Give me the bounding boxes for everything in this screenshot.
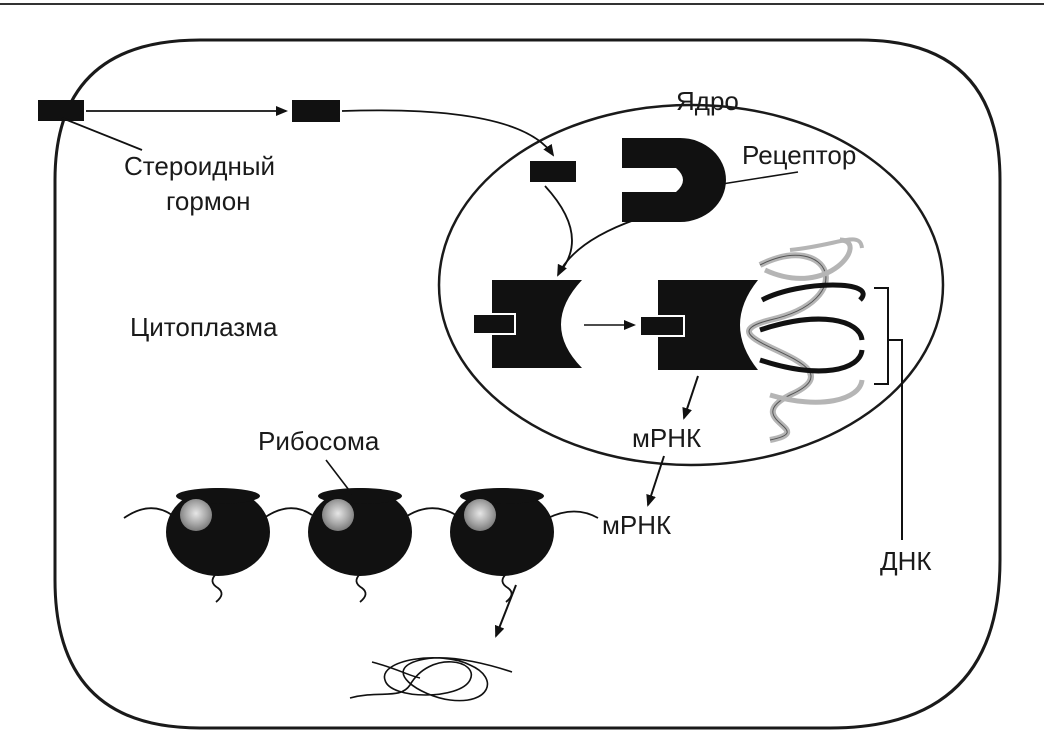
nucleus-membrane: [437, 103, 945, 467]
arrow-receptor-to-complex: [557, 217, 641, 277]
hormone-receptor-complex: [492, 280, 582, 368]
hormone-molecule-outside: [38, 100, 84, 121]
ribosome-1: [166, 488, 270, 603]
arrow-translation: [494, 584, 517, 638]
ribosome-3: [450, 488, 554, 603]
dna-label-leader: [888, 339, 903, 540]
mrna-strand: [123, 507, 599, 519]
dna-bracket: [874, 287, 889, 385]
arrow-mrna-export: [646, 455, 665, 507]
label-dna: ДНК: [880, 546, 932, 576]
hormone-molecule-nucleus: [530, 161, 576, 182]
hormone-label-leader: [61, 117, 143, 151]
ribosome-2: [308, 488, 412, 603]
label-nucleus: Ядро: [676, 86, 739, 116]
arrow-transcription: [682, 375, 699, 420]
bound-hormone-insert: [639, 315, 685, 337]
label-steroid-hormone-line2: гормон: [166, 186, 251, 216]
protein-chain: [349, 656, 513, 702]
arrow-hormone-to-nucleus: [341, 109, 555, 157]
label-receptor: Рецептор: [742, 140, 856, 170]
label-steroid-hormone-line1: Стероидный: [124, 151, 275, 181]
receptor-shape: [622, 138, 726, 222]
dna-double-helix: [746, 237, 866, 443]
label-mrna-cytoplasm: мРНК: [602, 510, 671, 540]
hormone-molecule-cytoplasm: [292, 100, 340, 122]
receptor-label-leader: [721, 171, 799, 185]
label-cytoplasm: Цитоплазма: [130, 312, 278, 342]
dna-bound-complex: [658, 280, 758, 370]
complex-hormone-insert: [472, 313, 516, 335]
polysome: [123, 488, 599, 603]
cell-membrane: [53, 38, 1002, 730]
label-mrna-nucleus: мРНК: [632, 423, 701, 453]
ribosome-label-leader: [325, 459, 353, 495]
label-ribosome: Рибосома: [258, 426, 380, 456]
